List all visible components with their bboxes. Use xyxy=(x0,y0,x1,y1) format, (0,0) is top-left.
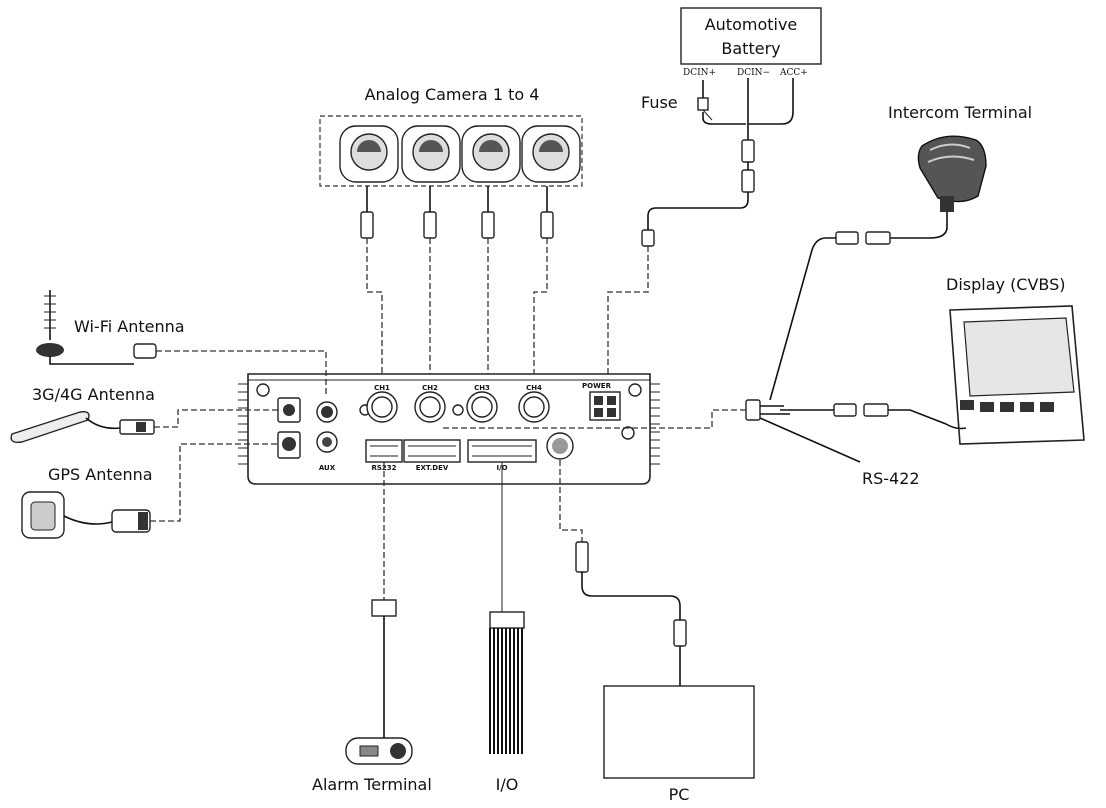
camera-1 xyxy=(339,125,399,183)
pc-box xyxy=(603,685,755,779)
battery-label-line1: Automotive xyxy=(705,15,798,34)
port-ch4-label: CH4 xyxy=(526,384,542,392)
battery-label-line2: Battery xyxy=(721,39,780,58)
port-ch1-label: CH1 xyxy=(374,384,390,392)
display-monitor xyxy=(780,305,1085,445)
cameras-label: Analog Camera 1 to 4 xyxy=(365,85,540,104)
gps-label: GPS Antenna xyxy=(48,465,153,484)
alarm-terminal xyxy=(345,737,413,765)
wifi-antenna xyxy=(36,290,327,396)
fuse-label: Fuse xyxy=(641,93,678,112)
dcin-minus-label: DCIN− xyxy=(737,68,770,78)
port-ch3-label: CH3 xyxy=(474,384,490,392)
camera-group-box xyxy=(319,115,583,187)
pc-label: PC xyxy=(669,785,690,804)
dcin-plus-label: DCIN+ xyxy=(683,68,716,78)
display-label: Display (CVBS) xyxy=(946,275,1066,294)
rs422-label: RS-422 xyxy=(862,469,920,488)
cellular-antenna xyxy=(10,409,278,444)
alarm-cable xyxy=(371,462,397,740)
camera-cables xyxy=(360,186,554,390)
intercom-label: Intercom Terminal xyxy=(888,103,1032,122)
automotive-battery: Automotive Battery xyxy=(680,7,822,65)
fuse-icon xyxy=(697,97,709,111)
io-harness xyxy=(489,462,525,754)
port-ch2-label: CH2 xyxy=(422,384,438,392)
acc-plus-label: ACC+ xyxy=(779,68,808,78)
cellular-label: 3G/4G Antenna xyxy=(32,385,155,404)
camera-4 xyxy=(521,125,581,183)
mdvr-unit: CH1 CH2 CH3 CH4 POWER AUX RS232 EXT.DEV … xyxy=(238,373,660,485)
intercom-terminal xyxy=(769,135,987,401)
wifi-label: Wi-Fi Antenna xyxy=(74,317,185,336)
port-extdev-label: EXT.DEV xyxy=(416,464,449,472)
breakout-cable xyxy=(440,399,861,463)
port-aux-label: AUX xyxy=(319,464,336,472)
gps-antenna xyxy=(21,443,278,539)
camera-3 xyxy=(461,125,521,183)
io-label: I/O xyxy=(496,775,519,794)
battery-cable xyxy=(607,78,794,390)
pc-cable xyxy=(559,460,687,686)
port-power-label: POWER xyxy=(582,382,612,390)
camera-2 xyxy=(401,125,461,183)
alarm-label: Alarm Terminal xyxy=(312,775,432,794)
